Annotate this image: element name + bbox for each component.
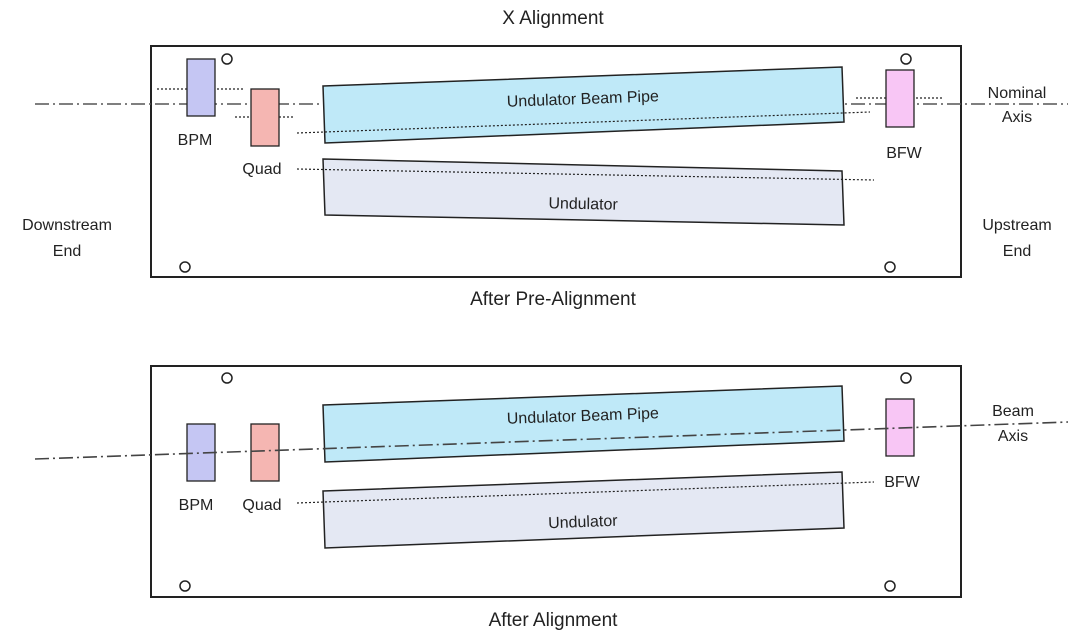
beam-axis-label-line1: Beam xyxy=(992,403,1034,420)
bfw-label: BFW xyxy=(884,474,920,491)
fiducial-hole xyxy=(179,580,191,592)
undulator xyxy=(322,471,845,549)
panel-caption: After Pre-Alignment xyxy=(470,289,637,310)
panel-caption: After Alignment xyxy=(489,610,619,631)
fiducial-hole xyxy=(221,53,233,65)
fiducial-hole xyxy=(221,372,233,384)
downstream-label-line1: Downstream xyxy=(22,217,112,234)
beam-axis-label-line2: Axis xyxy=(998,428,1028,445)
bfw-block xyxy=(885,69,915,128)
beam-axis-line xyxy=(34,421,1069,460)
quad-label: Quad xyxy=(242,497,281,514)
girder-frame xyxy=(150,45,962,278)
girder-frame xyxy=(150,365,962,598)
nominal-axis-label-line1: Nominal xyxy=(988,85,1047,102)
bpm-label: BPM xyxy=(178,132,213,149)
nominal-axis-label-line2: Axis xyxy=(1002,109,1032,126)
fiducial-hole xyxy=(900,53,912,65)
fiducial-hole xyxy=(884,580,896,592)
undulator-centerline xyxy=(296,168,875,181)
bpm-block xyxy=(186,58,216,117)
upstream-label-line1: Upstream xyxy=(982,217,1051,234)
quad-block xyxy=(250,88,280,147)
quad-block xyxy=(250,423,280,482)
fiducial-hole xyxy=(179,261,191,273)
bpm-label: BPM xyxy=(179,497,214,514)
undulator-centerline xyxy=(296,481,875,504)
undulator xyxy=(322,158,845,226)
panel-after-alignment: Undulator Beam Pipe Undulator BPM Quad B… xyxy=(34,365,1069,631)
beam-pipe-centerline xyxy=(296,111,871,134)
quad-label: Quad xyxy=(242,161,281,178)
upstream-label-line2: End xyxy=(1003,243,1031,260)
diagram-title: X Alignment xyxy=(502,8,604,29)
fiducial-hole xyxy=(884,261,896,273)
beam-pipe-label: Undulator Beam Pipe xyxy=(507,88,660,111)
undulator-beam-pipe xyxy=(322,66,845,144)
downstream-label-line2: End xyxy=(53,243,81,260)
panel-pre-alignment: Undulator Beam Pipe Undulator BPM Quad B… xyxy=(35,45,1068,310)
undulator-beam-pipe xyxy=(322,385,845,463)
undulator-label: Undulator xyxy=(548,195,618,213)
undulator-label: Undulator xyxy=(548,513,619,533)
beam-pipe-label: Undulator Beam Pipe xyxy=(507,405,660,428)
bfw-label: BFW xyxy=(886,145,922,162)
fiducial-hole xyxy=(900,372,912,384)
